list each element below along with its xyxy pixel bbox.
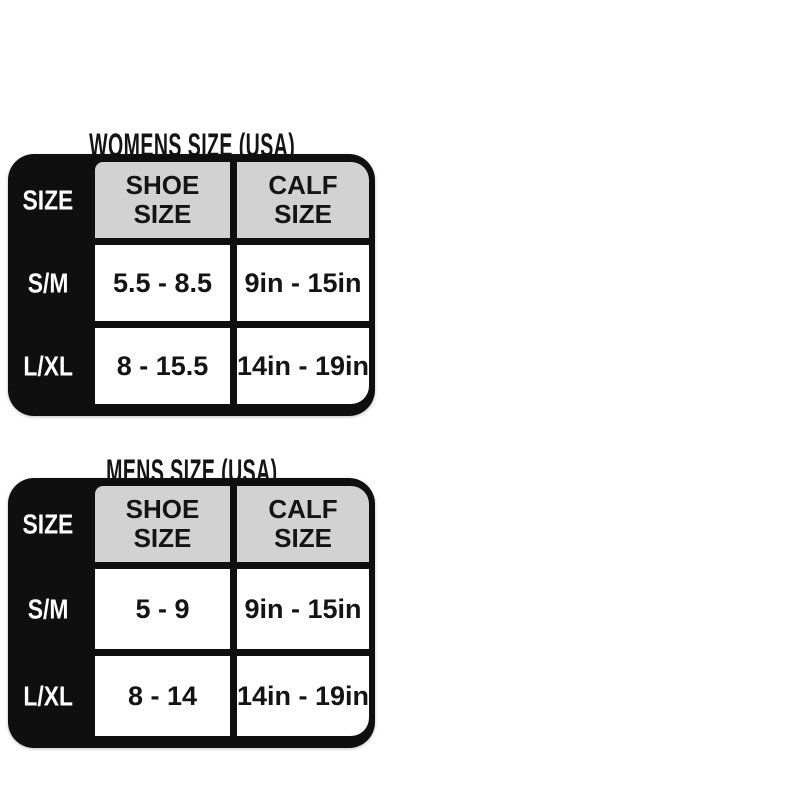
mens-cell-lxl-shoe: 8 - 14 [95, 656, 230, 736]
mens-corner-header-size: SIZE [22, 507, 74, 540]
womens-header-calf-size: CALF SIZE [237, 162, 370, 238]
mens-row-label-sm: S/M [27, 592, 69, 625]
womens-header-shoe-size: SHOE SIZE [95, 162, 230, 238]
mens-cell-sm-calf: 9in - 15in [237, 569, 370, 649]
header-line: CALF [268, 169, 338, 200]
mens-header-shoe-size: SHOE SIZE [95, 486, 230, 562]
womens-cell-sm-shoe: 5.5 - 8.5 [95, 245, 230, 321]
womens-row-label-sm: S/M [27, 266, 69, 299]
mens-row-label-lxl: L/XL [23, 679, 73, 712]
mens-cell-sm-shoe: 5 - 9 [95, 569, 230, 649]
womens-row-label-lxl: L/XL [23, 349, 73, 382]
header-line: CALF [268, 493, 338, 524]
mens-size-table: SIZE SHOE SIZE CALF SIZE S/M 5 - 9 9in -… [8, 478, 375, 748]
header-line: SHOE [125, 169, 200, 200]
header-line: SHOE [125, 493, 200, 524]
mens-cell-lxl-calf: 14in - 19in [237, 656, 370, 736]
womens-size-table: SIZE SHOE SIZE CALF SIZE S/M 5.5 - 8.5 9… [8, 154, 375, 416]
header-line: SIZE [274, 199, 332, 229]
womens-cell-sm-calf: 9in - 15in [237, 245, 370, 321]
womens-cell-lxl-calf: 14in - 19in [237, 328, 370, 404]
header-line: SIZE [133, 199, 192, 229]
womens-corner-header-size: SIZE [22, 183, 74, 216]
header-line: SIZE [133, 523, 192, 553]
header-line: SIZE [274, 523, 332, 553]
womens-cell-lxl-shoe: 8 - 15.5 [95, 328, 230, 404]
mens-header-calf-size: CALF SIZE [237, 486, 370, 562]
